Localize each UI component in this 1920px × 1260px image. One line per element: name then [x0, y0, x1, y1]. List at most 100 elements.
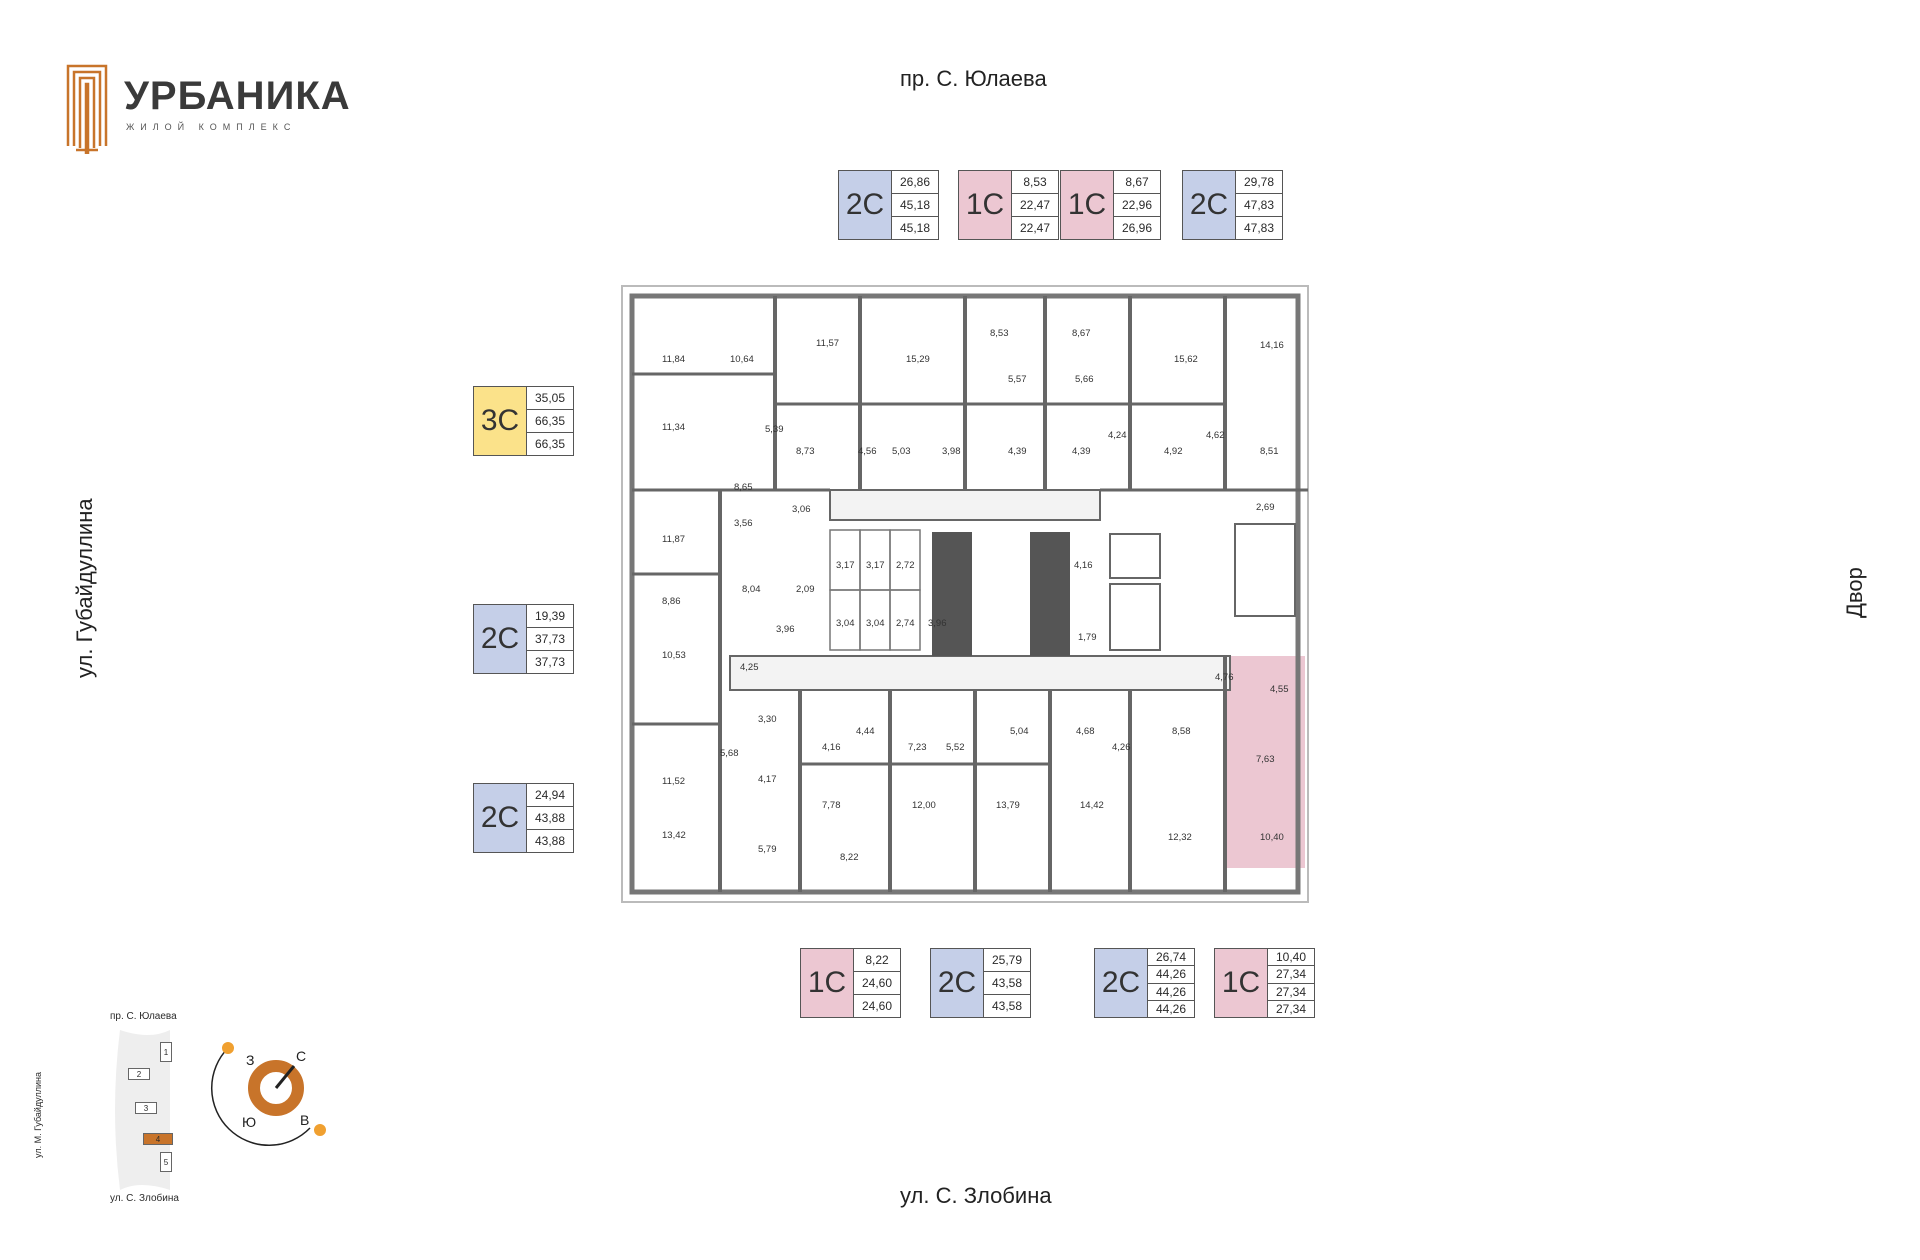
apartment-type: 2С [839, 171, 892, 239]
site-block-active[interactable]: 4 [143, 1133, 173, 1145]
area-value: 25,79 [984, 949, 1030, 972]
area-value: 26,74 [1148, 949, 1194, 967]
room-area: 8,22 [840, 852, 859, 863]
apartment-type: 1С [801, 949, 854, 1017]
room-area: 3,17 [836, 560, 855, 571]
room-area: 5,79 [758, 844, 777, 855]
apartment-type: 2С [474, 605, 527, 673]
room-area: 4,55 [1270, 684, 1289, 695]
room-area: 12,00 [912, 800, 936, 811]
room-area: 2,69 [1256, 502, 1275, 513]
floor-plan: 11,84 10,64 11,57 15,29 8,53 8,67 15,62 … [620, 284, 1310, 904]
area-value: 43,58 [991, 999, 1023, 1013]
brand-subtitle: ЖИЛОЙ КОМПЛЕКС [126, 122, 297, 132]
room-area: 2,72 [896, 560, 915, 571]
room-area: 13,79 [996, 800, 1020, 811]
area-value: 26,96 [1121, 221, 1153, 235]
apartment-type: 1С [1061, 171, 1114, 239]
site-street-top: пр. С. Юлаева [110, 1011, 177, 1022]
area-value: 22,47 [1012, 194, 1058, 217]
compass-east: В [300, 1112, 310, 1128]
room-area: 7,78 [822, 800, 841, 811]
room-area: 8,65 [734, 482, 753, 493]
compass-west: З [246, 1052, 255, 1068]
room-area: 10,40 [1260, 832, 1284, 843]
room-area: 2,09 [796, 584, 815, 595]
floor-plan-drawing [621, 285, 1309, 903]
area-value: 29,78 [1236, 171, 1282, 194]
room-area: 5,57 [1008, 374, 1027, 385]
room-area: 4,39 [1072, 446, 1091, 457]
room-area: 8,51 [1260, 446, 1279, 457]
area-value: 24,60 [854, 972, 900, 995]
area-value: 44,26 [1155, 1001, 1187, 1016]
room-area: 11,84 [662, 354, 686, 365]
room-area: 3,56 [734, 518, 753, 529]
room-area: 2,74 [896, 618, 915, 629]
room-area: 5,66 [1075, 374, 1094, 385]
room-area: 4,92 [1164, 446, 1183, 457]
area-value: 24,94 [527, 784, 573, 807]
area-value: 37,73 [527, 628, 573, 651]
room-area: 11,52 [662, 776, 686, 787]
room-area: 3,04 [836, 618, 855, 629]
room-area: 8,58 [1172, 726, 1191, 737]
street-bottom: ул. С. Злобина [900, 1183, 1052, 1208]
room-area: 5,68 [720, 748, 739, 759]
area-value: 8,67 [1114, 171, 1160, 194]
room-area: 7,63 [1256, 754, 1275, 765]
apartment-type: 3С [474, 387, 527, 455]
room-area: 4,16 [1074, 560, 1093, 571]
room-area: 5,03 [892, 446, 911, 457]
room-area: 13,42 [662, 830, 686, 841]
room-area: 4,26 [1112, 742, 1131, 753]
area-value: 37,73 [534, 655, 566, 669]
room-area: 14,16 [1260, 340, 1284, 351]
apartment-type: 1С [1215, 949, 1268, 1017]
area-value: 35,05 [527, 387, 573, 410]
room-area: 10,64 [730, 354, 754, 365]
apartment-type: 1С [959, 171, 1012, 239]
area-value: 66,35 [527, 410, 573, 433]
apartment-type: 2С [931, 949, 984, 1017]
room-area: 11,34 [662, 422, 686, 433]
room-area: 4,62 [1206, 430, 1225, 441]
room-area: 3,06 [792, 504, 811, 515]
room-area: 3,04 [866, 618, 885, 629]
street-top: пр. С. Юлаева [900, 66, 1047, 91]
room-area: 3,96 [928, 618, 947, 629]
room-area: 4,24 [1108, 430, 1127, 441]
room-area: 15,29 [906, 354, 930, 365]
logo-mark-icon [66, 64, 108, 154]
area-value: 47,83 [1243, 221, 1275, 235]
room-area: 11,57 [816, 338, 840, 349]
room-area: 8,53 [990, 328, 1009, 339]
area-value: 22,47 [1019, 221, 1051, 235]
room-area: 8,04 [742, 584, 761, 595]
site-block[interactable]: 2 [128, 1068, 150, 1080]
area-value: 66,35 [534, 437, 566, 451]
room-area: 5,04 [1010, 726, 1029, 737]
area-value: 19,39 [527, 605, 573, 628]
room-area: 1,79 [1078, 632, 1097, 643]
apartment-type: 2С [474, 784, 527, 852]
area-value: 43,88 [534, 834, 566, 848]
area-value: 22,96 [1114, 194, 1160, 217]
site-block[interactable]: 1 [160, 1042, 172, 1062]
room-area: 4,16 [822, 742, 841, 753]
site-block[interactable]: 5 [160, 1152, 172, 1172]
site-block[interactable]: 3 [135, 1102, 157, 1114]
room-area: 11,87 [662, 534, 686, 545]
street-left: ул. Губайдуллина [72, 498, 97, 678]
